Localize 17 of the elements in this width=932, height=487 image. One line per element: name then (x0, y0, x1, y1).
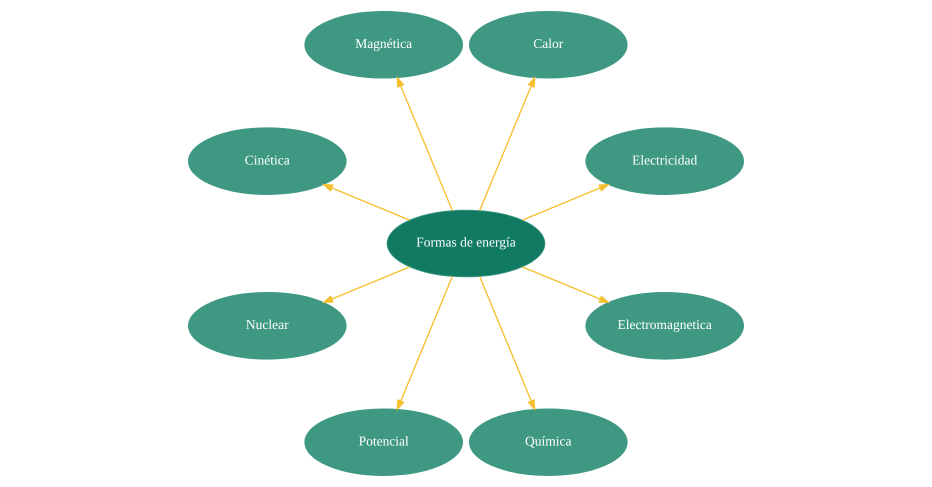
arrow (479, 76, 536, 211)
node-ellipse: Electricidad (585, 127, 744, 195)
node-ellipse: Formas de energía (386, 210, 546, 278)
node-ellipse: Nuclear (188, 292, 347, 360)
node-ellipse: Calor (468, 11, 628, 79)
node-ellipse: Potencial (304, 408, 464, 476)
arrow (479, 276, 536, 411)
arrow (522, 266, 610, 304)
arrow (522, 184, 610, 221)
node-ellipse: Química (468, 408, 628, 476)
arrow (396, 76, 453, 211)
arrow (322, 266, 410, 304)
node-ellipse: Electromagnetica (585, 292, 744, 360)
node-ellipse: Cinética (188, 127, 347, 195)
arrow (322, 184, 410, 221)
node-ellipse: Magnética (304, 11, 464, 79)
arrow (396, 276, 453, 411)
